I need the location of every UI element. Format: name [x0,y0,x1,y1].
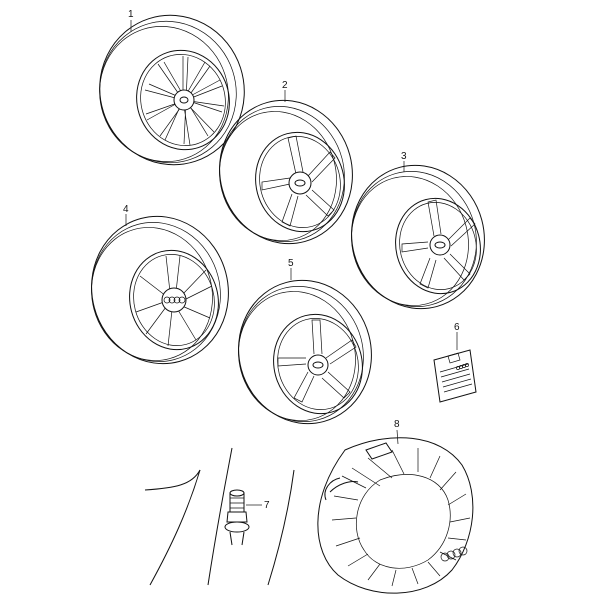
wheel-4 [91,215,229,365]
callout-7: 7 [264,500,270,511]
wheel-2-spokes [261,135,336,227]
wheel-2 [219,99,353,245]
wheel-3 [351,164,485,310]
callout-5: 5 [288,258,294,269]
callout-2: 2 [282,80,288,91]
sticker-logo [456,363,469,370]
bag-fold-lines [331,448,471,587]
callout-6: 6 [454,322,460,333]
callout-3: 3 [401,151,407,162]
audi-rings-icon [163,296,186,304]
wheel-3-spokes [401,199,476,289]
valve-icon [224,489,250,546]
label-sticker [433,349,477,403]
wheel-5 [238,279,372,425]
leader-lines [125,20,458,506]
callout-1: 1 [128,9,134,20]
tire-bag [317,437,474,594]
wheel-5-spokes [277,319,357,403]
callout-4: 4 [123,204,129,215]
wheel-1-spokes [144,56,225,146]
callout-8: 8 [394,419,400,430]
sticker-text-lines [439,363,473,393]
bag-audi-logo [440,546,468,562]
wheel-1 [99,14,245,166]
wheel-4-spokes [135,255,213,347]
valve-assembly [144,447,295,586]
